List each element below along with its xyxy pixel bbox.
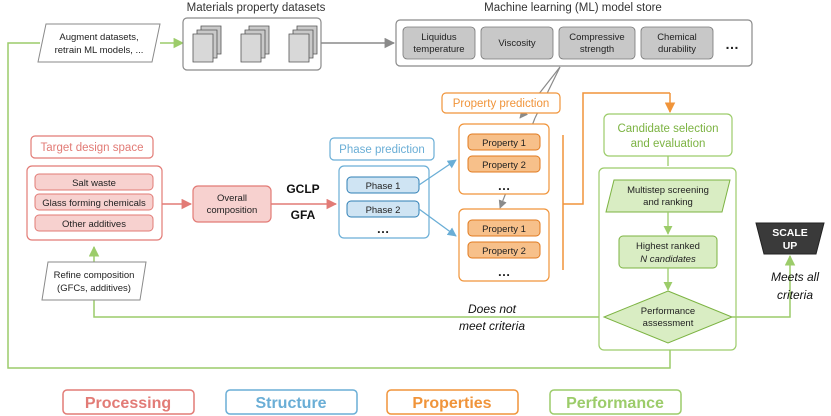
target-design-space: Target design space Salt waste Glass for…: [26, 135, 163, 241]
augment-datasets-box: Augment datasets, retrain ML models, ...: [37, 23, 161, 63]
legend-performance: Performance: [549, 389, 682, 415]
feedback-loop-inner: [88, 245, 604, 318]
does-not-meet-label: Does not: [468, 302, 517, 316]
datasets-title: Materials property datasets: [187, 2, 326, 14]
svg-text:Structure: Structure: [255, 395, 326, 412]
svg-text:Performance: Performance: [566, 395, 664, 412]
svg-text:Chemical: Chemical: [657, 32, 697, 43]
scale-up-box: SCALE UP: [755, 222, 825, 255]
svg-text:Overall: Overall: [217, 193, 247, 204]
other-additives-item: [34, 214, 154, 232]
svg-text:Viscosity: Viscosity: [498, 38, 536, 49]
svg-text:Salt waste: Salt waste: [72, 178, 116, 189]
svg-text:Phase 2: Phase 2: [366, 205, 401, 216]
svg-text:Performance: Performance: [641, 306, 695, 317]
svg-text:Glass forming chemicals: Glass forming chemicals: [42, 198, 146, 209]
svg-text:and ranking: and ranking: [643, 197, 693, 208]
dataset-stack-icon-1: [192, 25, 222, 63]
dataset-stack-icon-3: [288, 25, 318, 63]
salt-waste-item: [34, 173, 154, 191]
overall-composition-box: Overall composition: [192, 185, 272, 223]
svg-text:Other additives: Other additives: [62, 219, 126, 230]
svg-text:composition: composition: [207, 205, 258, 216]
augment-line1: Augment datasets,: [59, 32, 138, 43]
screening-step: [605, 179, 731, 213]
svg-text:Candidate selection: Candidate selection: [617, 123, 718, 135]
svg-text:Highest ranked: Highest ranked: [636, 241, 700, 252]
meets-all-criteria-label: Meets all: [771, 270, 819, 284]
legend: Processing Structure Properties Performa…: [62, 389, 682, 415]
glass-forming-item: [34, 193, 154, 211]
datasets-box: [182, 17, 322, 71]
svg-text:Target design space: Target design space: [41, 142, 144, 154]
model-store-box: Liquidus temperature Viscosity Compressi…: [395, 19, 753, 67]
svg-text:Multistep screening: Multistep screening: [627, 185, 709, 196]
svg-text:UP: UP: [783, 240, 798, 252]
model-liquidus: Liquidus temperature: [402, 26, 476, 60]
svg-text:Properties: Properties: [412, 395, 491, 412]
model-store-ellipsis: …: [725, 36, 739, 52]
svg-text:Liquidus: Liquidus: [421, 32, 457, 43]
svg-text:Phase 1: Phase 1: [366, 181, 401, 192]
feedback-loop-outer: [7, 37, 671, 369]
svg-text:Compressive: Compressive: [569, 32, 624, 43]
model-chemical-durability: Chemical durability: [640, 26, 714, 60]
property-prediction: Property prediction Property 1 Property …: [441, 92, 561, 282]
refine-composition-box: Refine composition (GFCs, additives): [41, 261, 147, 301]
phase-prediction: Phase prediction Phase 1 Phase 2 …: [329, 137, 435, 239]
svg-text:Processing: Processing: [85, 395, 171, 412]
svg-text:SCALE: SCALE: [772, 227, 808, 239]
svg-text:and evaluation: and evaluation: [631, 138, 706, 150]
legend-properties: Properties: [386, 389, 519, 415]
svg-text:Phase prediction: Phase prediction: [339, 144, 425, 156]
svg-text:…: …: [498, 178, 511, 193]
svg-text:Property 2: Property 2: [482, 246, 526, 257]
svg-text:…: …: [498, 264, 511, 279]
dataset-stack-icon-2: [240, 25, 270, 63]
legend-structure: Structure: [225, 389, 358, 415]
svg-text:Property prediction: Property prediction: [453, 98, 550, 110]
svg-text:…: …: [377, 221, 390, 236]
svg-text:N candidates: N candidates: [640, 254, 696, 265]
model-viscosity: Viscosity: [480, 26, 554, 60]
svg-text:durability: durability: [658, 44, 696, 55]
svg-text:assessment: assessment: [643, 318, 694, 329]
svg-text:Property 1: Property 1: [482, 138, 526, 149]
svg-text:criteria: criteria: [777, 288, 813, 302]
svg-text:Property 2: Property 2: [482, 160, 526, 171]
svg-text:(GFCs, additives): (GFCs, additives): [57, 283, 131, 294]
gclp-label: GCLP: [286, 182, 319, 196]
svg-text:temperature: temperature: [413, 44, 464, 55]
arrow-meets-criteria: [732, 254, 796, 318]
gfa-label: GFA: [291, 208, 316, 222]
augment-line2: retrain ML models, ...: [55, 45, 144, 56]
svg-text:Property 1: Property 1: [482, 224, 526, 235]
legend-processing: Processing: [62, 389, 195, 415]
candidate-selection: Candidate selection and evaluation Multi…: [598, 113, 737, 351]
svg-text:Refine composition: Refine composition: [54, 270, 135, 281]
model-store-title: Machine learning (ML) model store: [484, 2, 662, 14]
performance-assessment-step: [602, 290, 734, 344]
svg-text:strength: strength: [580, 44, 614, 55]
property-to-candidate-connector: [562, 92, 676, 270]
svg-text:meet criteria: meet criteria: [459, 319, 525, 333]
model-compressive-strength: Compressive strength: [558, 26, 636, 60]
